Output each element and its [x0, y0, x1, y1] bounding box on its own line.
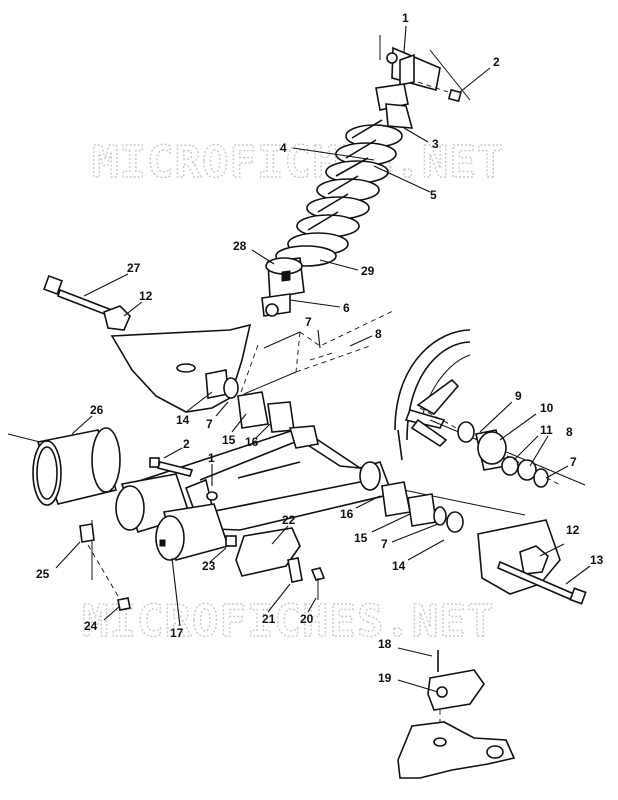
bolt-2-left	[149, 457, 194, 477]
callout-6: 6	[343, 301, 350, 315]
hub-stack	[457, 421, 549, 488]
callout-15: 15	[222, 433, 236, 447]
callout-11: 11	[540, 423, 553, 437]
shock-absorber	[261, 35, 471, 317]
callout-24: 24	[84, 619, 98, 633]
screw-25	[79, 523, 95, 543]
bolt-13	[497, 560, 587, 605]
left-bushing-set	[205, 369, 295, 433]
callout-23: 23	[202, 559, 216, 573]
watermark-bottom: MICROFICHES.NET	[82, 596, 494, 647]
callout-8: 8	[375, 327, 382, 341]
wheel	[394, 329, 471, 461]
callout-28: 28	[233, 239, 247, 253]
callout-12: 12	[139, 289, 153, 303]
lower-bracket-detail	[397, 650, 516, 779]
callout-4: 4	[280, 141, 287, 155]
callout-12: 12	[566, 523, 580, 537]
callout-20: 20	[300, 612, 314, 626]
callout-21: 21	[262, 612, 276, 626]
callout-3: 3	[432, 137, 439, 151]
callout-5: 5	[430, 188, 437, 202]
bracket-22	[235, 527, 301, 577]
callout-1: 1	[402, 11, 409, 25]
callout-2: 2	[183, 437, 190, 451]
callout-13: 13	[590, 553, 604, 567]
callout-25: 25	[36, 567, 50, 581]
callout-labels: 1 2 3 4 5 28 29 6 27 12 7 8 26 14 7 15 1…	[36, 11, 604, 685]
pivot-tube-26	[7, 427, 121, 506]
callout-7: 7	[570, 455, 577, 469]
callout-2: 2	[493, 55, 500, 69]
callout-18: 18	[378, 637, 392, 651]
upper-bolt-27	[43, 275, 131, 331]
callout-22: 22	[282, 513, 296, 527]
callout-7: 7	[381, 537, 388, 551]
clamp-tube-17	[115, 473, 230, 561]
bolt-20	[310, 567, 326, 581]
callout-10: 10	[540, 401, 554, 415]
callout-16: 16	[340, 507, 354, 521]
callout-29: 29	[361, 264, 375, 278]
callout-16: 16	[245, 435, 259, 449]
callout-1: 1	[208, 451, 215, 465]
watermark-top: MICROFICHES.NET	[92, 137, 504, 188]
callout-19: 19	[378, 671, 392, 685]
callout-7: 7	[206, 417, 213, 431]
callout-15: 15	[354, 531, 368, 545]
callout-26: 26	[90, 403, 104, 417]
callout-14: 14	[176, 413, 190, 427]
spacer-21	[287, 557, 303, 583]
leader-lines	[55, 25, 591, 693]
callout-17: 17	[170, 626, 184, 640]
right-bushing-set	[381, 481, 464, 533]
callout-7: 7	[305, 315, 312, 329]
callout-14: 14	[392, 559, 406, 573]
callout-8: 8	[566, 425, 573, 439]
callout-9: 9	[515, 389, 522, 403]
nut-23	[225, 535, 237, 547]
shock-spring	[275, 119, 403, 267]
callout-27: 27	[127, 261, 141, 275]
nut-24	[117, 597, 131, 611]
